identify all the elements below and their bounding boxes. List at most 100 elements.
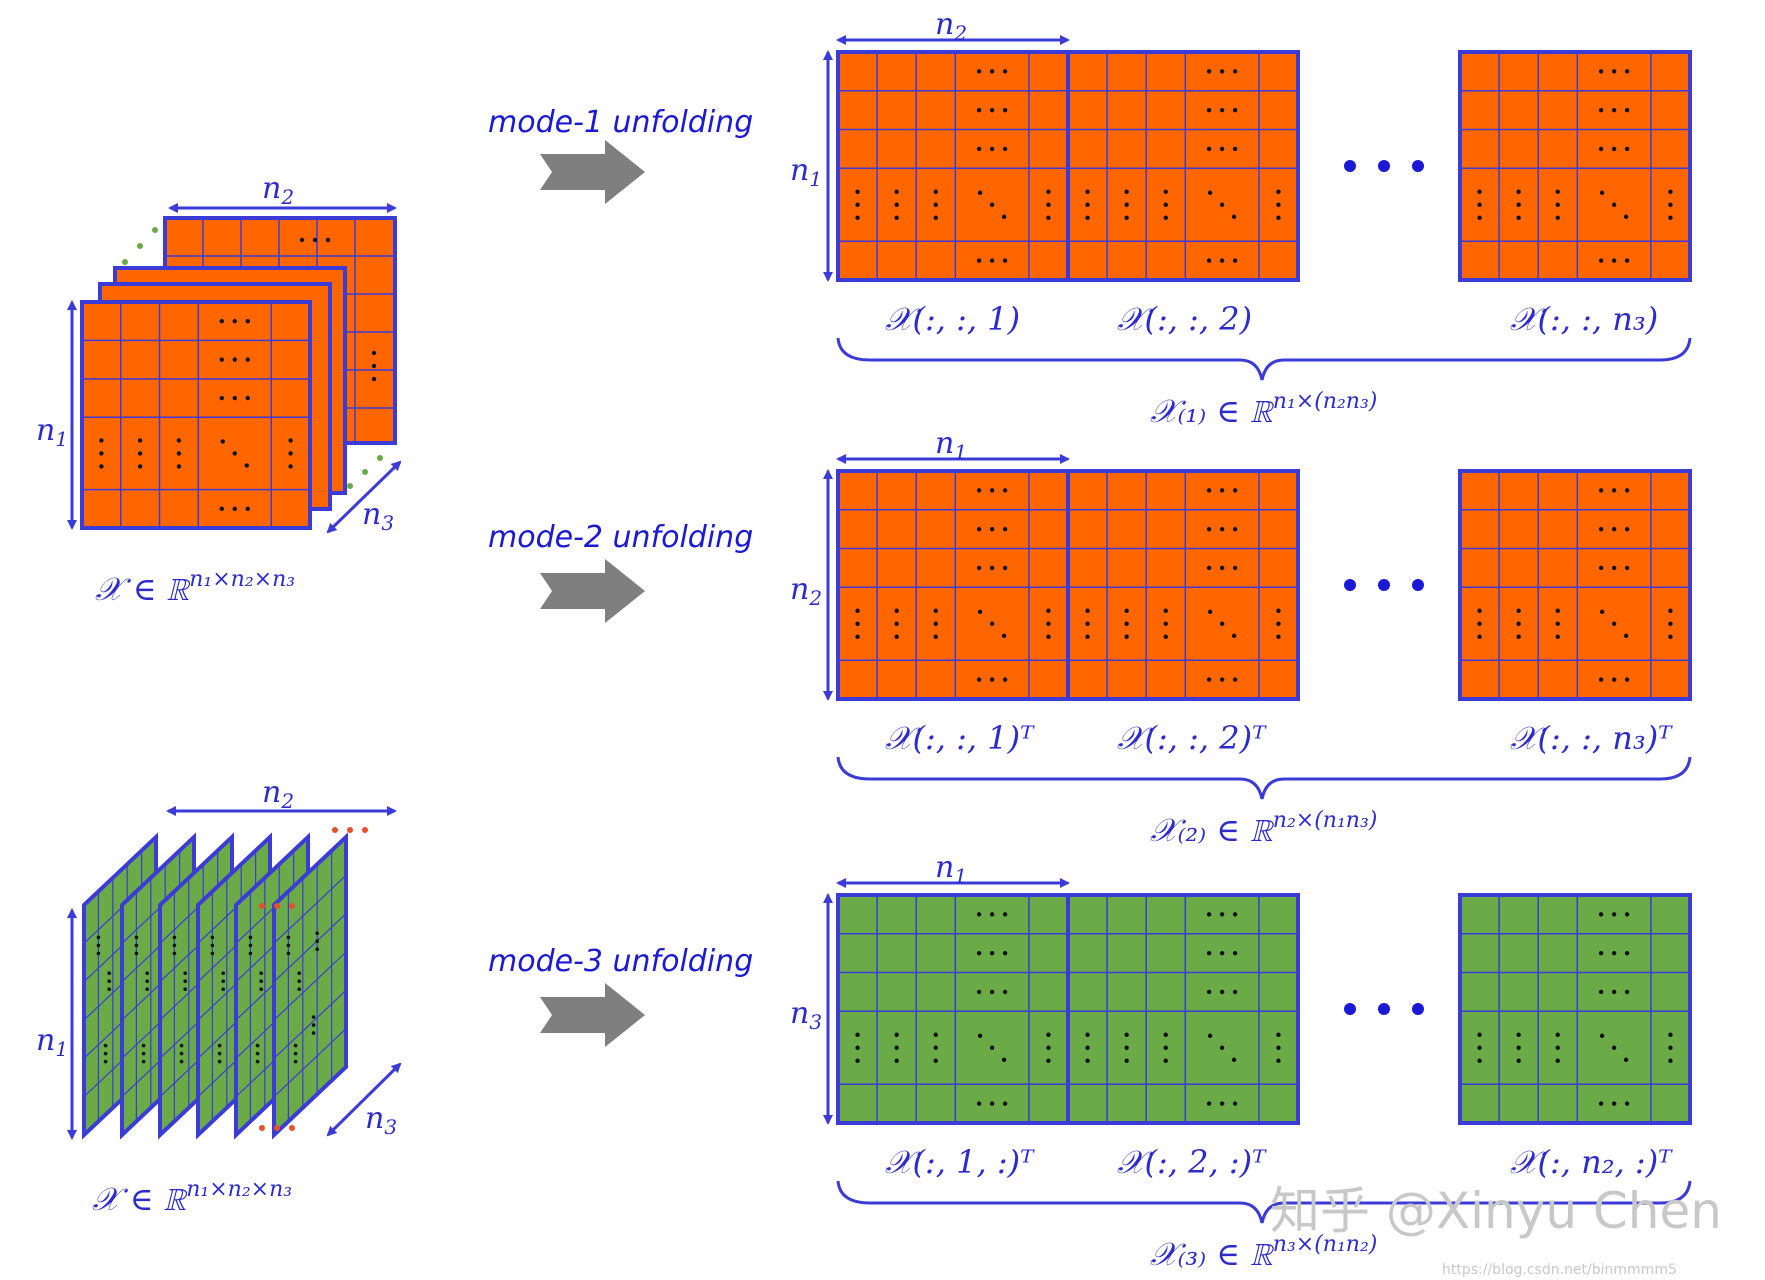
dot <box>99 464 104 469</box>
dot <box>1624 950 1630 956</box>
block-frame <box>1066 893 1300 1125</box>
dot <box>1624 1101 1630 1106</box>
dot <box>245 319 250 324</box>
dot <box>1516 608 1521 613</box>
dot <box>1206 146 1212 152</box>
dot <box>1231 1057 1237 1062</box>
result-sup: n₂×(n₁n₃) <box>1273 808 1378 833</box>
dim-left-sub: 3 <box>809 1010 822 1034</box>
slice-front <box>80 300 312 530</box>
dot <box>1623 214 1629 219</box>
dot <box>1624 488 1630 493</box>
dot <box>286 935 291 940</box>
dot <box>1624 107 1630 113</box>
dot <box>1555 621 1560 626</box>
dot <box>1231 214 1237 219</box>
dot <box>221 979 225 983</box>
dot <box>293 1043 298 1048</box>
dot <box>1085 1045 1090 1050</box>
dot <box>1219 69 1225 74</box>
dot <box>1611 202 1617 207</box>
dot <box>145 979 149 983</box>
dot <box>894 621 899 626</box>
orange-tensor: n2 n1 n3 𝒳 ∈ ℝn₁×n₂×n₃ <box>36 171 402 608</box>
dot <box>855 608 860 613</box>
dot <box>1206 258 1212 263</box>
dot <box>933 215 938 220</box>
dot <box>989 565 995 571</box>
dot <box>1611 258 1617 263</box>
unfold-block-1 <box>836 50 1070 282</box>
dot <box>210 935 215 940</box>
dot <box>1668 1032 1673 1037</box>
unfold-block-1 <box>836 469 1070 701</box>
grid-line <box>273 989 347 1059</box>
dot <box>286 951 291 956</box>
dot <box>1598 989 1604 995</box>
dot <box>1219 565 1225 571</box>
dot <box>1163 608 1168 613</box>
dot <box>1085 634 1090 639</box>
slice-caption: 𝒳(:, n₂, :)ᵀ <box>1510 1143 1673 1181</box>
dot <box>288 438 293 443</box>
dot <box>1046 621 1051 626</box>
dot <box>96 951 101 956</box>
dot <box>1046 608 1051 613</box>
dot <box>244 463 249 468</box>
dot <box>1276 1058 1281 1063</box>
dot <box>217 1059 222 1064</box>
dot <box>1001 633 1007 638</box>
dot <box>311 1031 316 1035</box>
dot <box>245 357 250 362</box>
dot <box>1163 215 1168 220</box>
dot <box>976 565 982 571</box>
dot <box>976 1101 982 1106</box>
dot <box>1124 1045 1129 1050</box>
dot <box>855 1032 860 1037</box>
dot <box>315 931 320 935</box>
dot <box>103 1059 108 1064</box>
dot <box>989 107 995 113</box>
dot <box>1124 189 1129 194</box>
dot <box>1232 69 1238 74</box>
dot <box>1124 621 1129 626</box>
dot <box>933 634 938 639</box>
dot <box>1085 621 1090 626</box>
block-frame <box>836 50 1070 282</box>
dot <box>1232 677 1238 682</box>
unfold-block-2 <box>1066 50 1300 282</box>
slice-caption: 𝒳(:, :, n₃)ᵀ <box>1510 719 1673 757</box>
ellipsis-dot <box>1344 160 1356 172</box>
dot <box>976 146 982 152</box>
block-frame <box>1458 50 1692 282</box>
dot <box>1163 189 1168 194</box>
dot <box>989 488 995 493</box>
dot <box>933 608 938 613</box>
dim-top-letter: n <box>935 426 954 461</box>
dot <box>1232 912 1238 917</box>
slice-caption: 𝒳(:, :, n₃) <box>1510 300 1658 338</box>
dot <box>371 376 377 382</box>
ellipsis-dot <box>1344 579 1356 591</box>
dot <box>99 438 104 443</box>
dot <box>1002 565 1008 571</box>
dot <box>1219 677 1225 682</box>
dot <box>325 237 331 243</box>
dot <box>1599 609 1605 614</box>
unfold-arrow <box>540 140 645 204</box>
dot <box>1611 621 1617 626</box>
dot <box>1046 1045 1051 1050</box>
dot <box>1624 258 1630 263</box>
tensor2-dim-left: n1 <box>36 1023 68 1061</box>
dot <box>1207 1033 1213 1038</box>
dot <box>1124 1032 1129 1037</box>
dot <box>1624 677 1630 682</box>
dot <box>1002 146 1008 152</box>
dot <box>855 621 860 626</box>
dot <box>1611 912 1617 917</box>
dot <box>232 506 237 511</box>
dot <box>1276 215 1281 220</box>
dot <box>1624 565 1630 571</box>
dot <box>1002 107 1008 113</box>
